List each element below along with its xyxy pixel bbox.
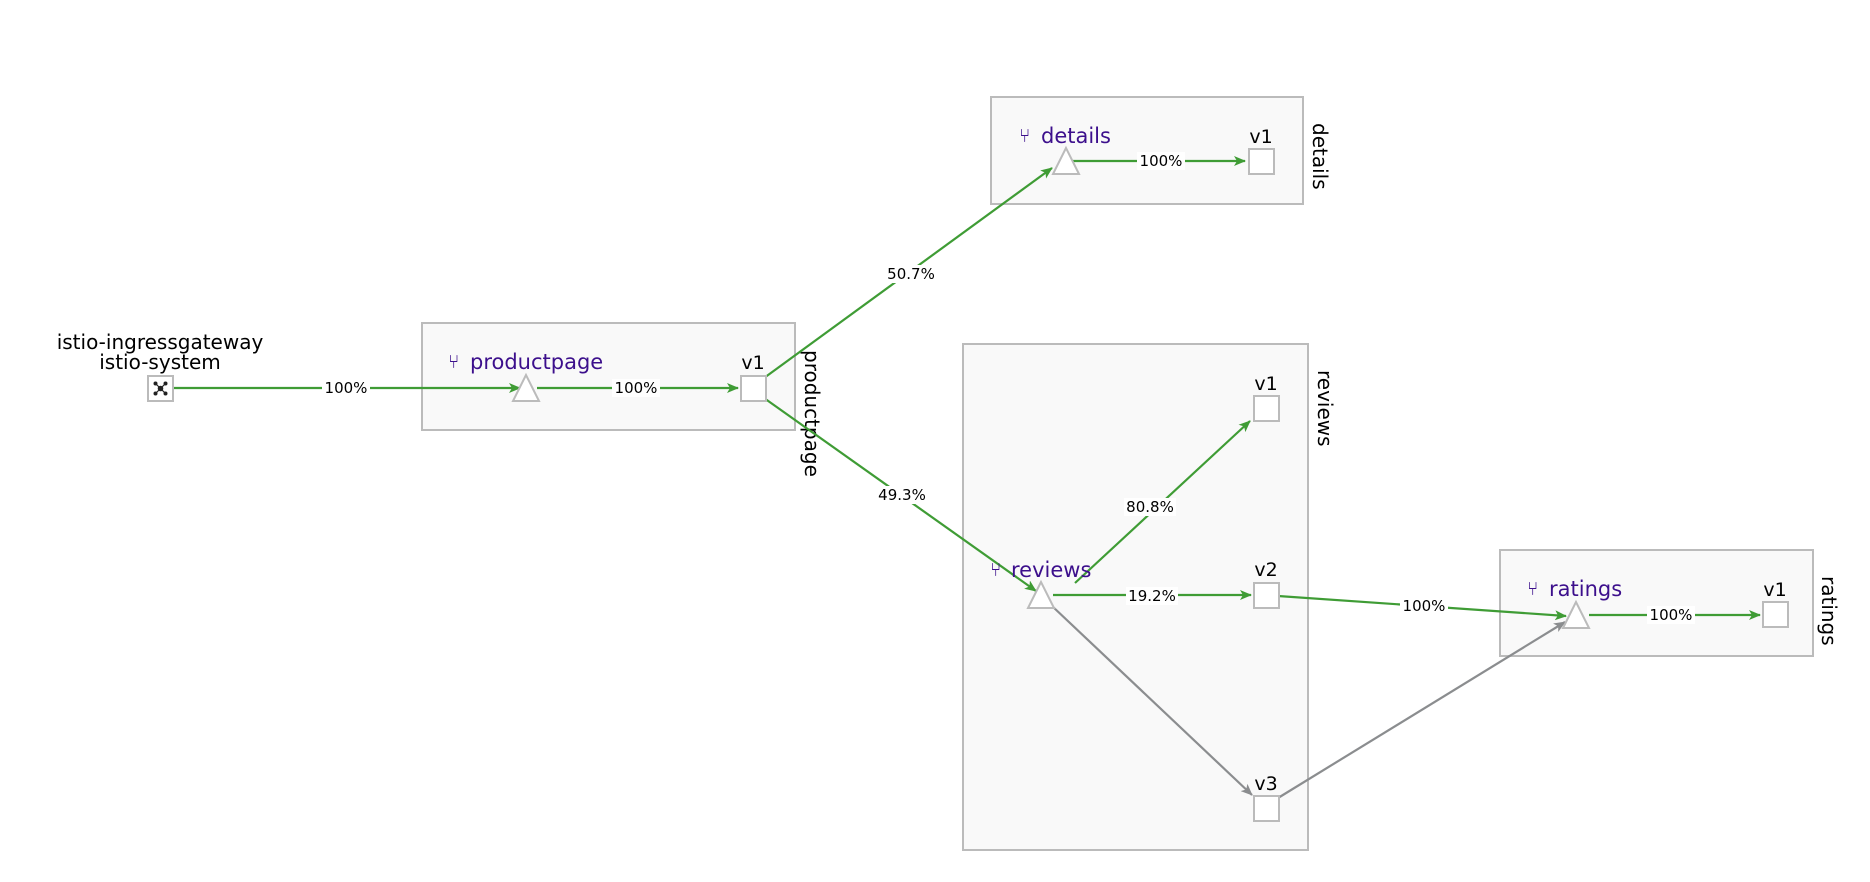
branch-icon: ⑂ bbox=[1527, 578, 1538, 600]
edge-label-productpage-svc-to-v1: 100% bbox=[612, 379, 660, 397]
edge-label-productpage-to-details: 50.7% bbox=[885, 265, 937, 283]
branch-icon: ⑂ bbox=[448, 351, 459, 373]
app-box-productpage[interactable] bbox=[421, 322, 796, 431]
svg-text:80.8%: 80.8% bbox=[1126, 498, 1174, 516]
branch-icon: ⑂ bbox=[990, 559, 1001, 581]
service-node-ratings[interactable] bbox=[1561, 599, 1591, 629]
version-label-details-v1: v1 bbox=[1249, 126, 1272, 148]
svg-text:100%: 100% bbox=[615, 379, 658, 397]
svg-text:100%: 100% bbox=[1140, 152, 1183, 170]
workload-node-reviews-v1[interactable] bbox=[1253, 395, 1280, 422]
workload-node-reviews-v3[interactable] bbox=[1253, 795, 1280, 822]
edge-label-ratings-svc-to-v1: 100% bbox=[1647, 606, 1695, 624]
app-label-ratings: ratings bbox=[1817, 576, 1841, 646]
service-label-ratings: ratings bbox=[1549, 577, 1622, 601]
gateway-namespace: istio-system bbox=[99, 350, 221, 374]
workload-node-details-v1[interactable] bbox=[1248, 148, 1275, 175]
service-label-reviews: reviews bbox=[1011, 558, 1091, 582]
version-label-reviews-v1: v1 bbox=[1254, 373, 1277, 395]
edge-label-gateway-to-productpage: 100% bbox=[322, 379, 370, 397]
svg-text:100%: 100% bbox=[325, 379, 368, 397]
service-label-productpage: productpage bbox=[470, 350, 603, 374]
version-label-reviews-v3: v3 bbox=[1254, 773, 1277, 795]
edge-label-reviews-svc-to-v2: 19.2% bbox=[1126, 587, 1178, 605]
workload-node-ratings-v1[interactable] bbox=[1762, 601, 1789, 628]
service-node-productpage[interactable] bbox=[511, 372, 541, 402]
app-label-details: details bbox=[1308, 123, 1332, 190]
app-label-productpage: productpage bbox=[800, 350, 824, 477]
gateway-name: istio-ingressgateway bbox=[57, 330, 264, 354]
service-node-reviews[interactable] bbox=[1026, 579, 1056, 609]
edge-label-details-svc-to-v1: 100% bbox=[1137, 152, 1185, 170]
edge-reviews-svc-to-v3[interactable] bbox=[1051, 605, 1253, 796]
workload-node-reviews-v2[interactable] bbox=[1253, 582, 1280, 609]
app-box-ratings[interactable] bbox=[1499, 549, 1814, 657]
edge-label-reviews-svc-to-v1: 80.8% bbox=[1124, 498, 1176, 516]
svg-text:100%: 100% bbox=[1650, 606, 1693, 624]
version-label-ratings-v1: v1 bbox=[1763, 579, 1786, 601]
gateway-icon bbox=[153, 381, 168, 396]
edge-label-productpage-to-reviews: 49.3% bbox=[876, 486, 928, 504]
version-label-productpage-v1: v1 bbox=[741, 352, 764, 374]
service-node-details[interactable] bbox=[1051, 145, 1081, 175]
app-label-reviews: reviews bbox=[1313, 370, 1337, 447]
branch-icon: ⑂ bbox=[1019, 125, 1030, 147]
edge-label-reviews-v2-to-ratings: 100% bbox=[1400, 597, 1448, 615]
svg-text:19.2%: 19.2% bbox=[1128, 587, 1176, 605]
svg-text:49.3%: 49.3% bbox=[878, 486, 926, 504]
svg-text:50.7%: 50.7% bbox=[887, 265, 935, 283]
service-label-details: details bbox=[1041, 124, 1111, 148]
edge-reviews-v3-to-ratings[interactable] bbox=[1277, 621, 1566, 799]
svg-text:100%: 100% bbox=[1403, 597, 1446, 615]
workload-node-productpage-v1[interactable] bbox=[740, 375, 767, 402]
version-label-reviews-v2: v2 bbox=[1254, 559, 1277, 581]
gateway-node[interactable] bbox=[147, 375, 174, 402]
